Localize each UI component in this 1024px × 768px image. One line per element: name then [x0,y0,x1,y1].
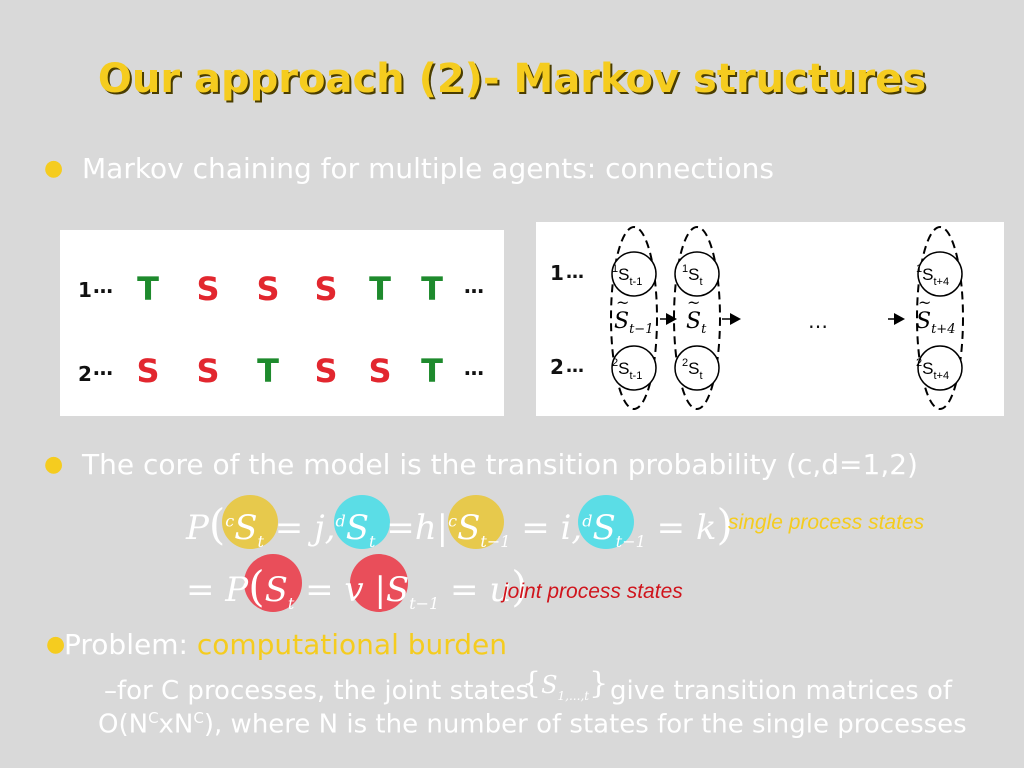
problem-label: Problem: [64,628,197,661]
node-label: 2St [682,357,703,382]
bullet-dot: ● [44,452,64,477]
state-node [611,345,657,391]
node-label: 1St+4 [916,263,949,288]
tilde-mark: ~ [616,293,629,312]
joint-state-label: St−1 [614,309,653,337]
row-label-1: 1 [78,278,92,302]
time-group-ellipse [610,226,658,410]
highlight-cyan-circle [578,495,634,549]
state-node [674,345,720,391]
state-node [674,251,720,297]
slide-title: Our approach (2)- Markov structures [97,56,927,102]
note-single-process-states: single process states [728,511,925,534]
sub-complexity-text: O(NCxNC), where N is the number of state… [98,709,967,740]
markov-graph-svg: 1 … 2 … … 1St-1 1St 1St+4 2St-1 2St 2St+… [550,226,964,410]
graph-row-label-1: 1 [550,261,564,285]
node-label: 2St+4 [916,357,949,382]
seq-letter: S [368,352,392,390]
row-ellipsis-left-2: … [93,356,113,380]
state-node [917,251,963,297]
state-node [917,345,963,391]
markov-graph-panel: 1 … 2 … … 1St-1 1St 1St+4 2St-1 2St 2St+… [536,222,1004,416]
graph-row-label-2: 2 [550,355,564,379]
seq-letter: T [257,352,279,390]
seq-letter: S [314,352,338,390]
joint-state-label: St [686,309,707,337]
sequence-row-2: 2 … S S T S S T … [60,352,504,392]
sub-transition-matrices-text: give transition matrices of [610,676,953,706]
bullet-dot: ● [46,632,66,657]
sub-joint-states-text: –for C processes, the joint states [104,676,530,706]
seq-letter: S [136,352,160,390]
time-group-ellipse [916,226,964,410]
node-label: 2St-1 [612,357,642,382]
seq-letter: T [137,270,159,308]
node-label: 1St-1 [612,263,642,288]
seq-letter: S [196,352,220,390]
bullet-core-model: The core of the model is the transition … [82,448,918,481]
seq-letter: T [369,270,391,308]
arrow-head [666,313,677,325]
joint-state-label: St+4 [916,309,955,337]
bullet-dot: ● [44,156,64,181]
row-ellipsis-right-2: … [464,356,484,380]
arrow-head [730,313,741,325]
sequence-row-1: 1 … T S S S T T … [60,270,504,310]
row-ellipsis-right-1: … [464,274,484,298]
highlight-yellow-circle [222,495,278,549]
sequence-panel: 1 … T S S S T T … 2 … S S T S S T … [60,230,504,416]
graph-middle-dots: … [808,309,828,333]
problem-value: computational burden [196,628,508,661]
seq-letter: T [421,270,443,308]
node-label: 1St [682,263,703,288]
bullet-markov-chaining: Markov chaining for multiple agents: con… [82,152,774,185]
seq-letter: S [314,270,338,308]
note-joint-process-states: joint process states [503,580,683,603]
row-label-2: 2 [78,362,92,386]
bullet-problem: Problem: computational burden [64,628,507,661]
arrow-head [894,313,905,325]
graph-row-ellipsis-1: … [566,262,584,283]
tilde-mark: ~ [687,293,700,312]
highlight-red-circle [244,554,302,612]
seq-letter: T [421,352,443,390]
highlight-yellow-circle [448,495,504,549]
highlight-cyan-circle [334,495,390,549]
state-node [611,251,657,297]
highlight-red-circle [350,554,408,612]
graph-row-ellipsis-2: … [566,356,584,377]
equation-single-process: P(cSt = j,dSt =h|cSt−1 = i,dSt−1 = k) [186,500,733,551]
equation-joint-process: = P(St = v |St−1 = u) [186,562,528,613]
seq-letter: S [256,270,280,308]
seq-letter: S [196,270,220,308]
tilde-mark: ~ [918,293,931,312]
row-ellipsis-left-1: … [93,274,113,298]
joint-states-set: {S1,...,t} [522,666,609,703]
